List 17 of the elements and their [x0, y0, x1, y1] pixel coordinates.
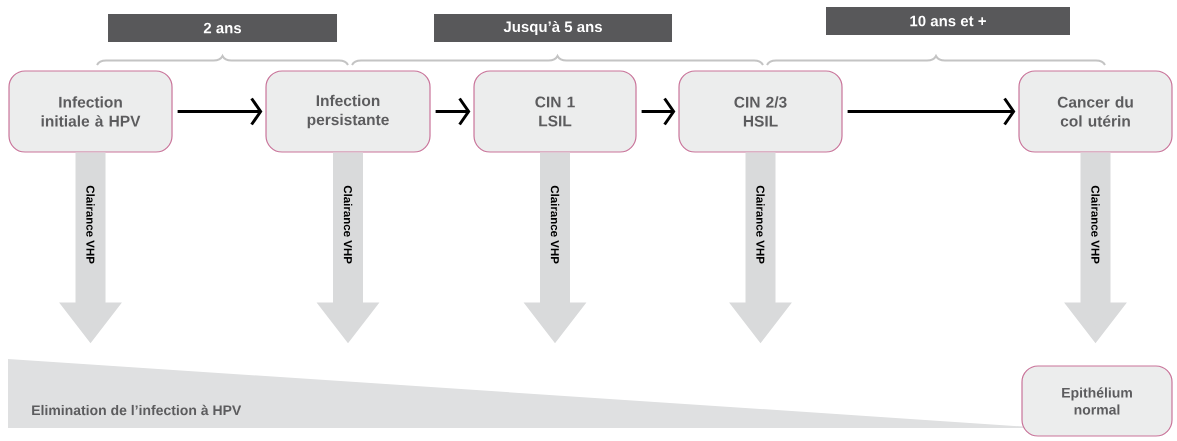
duration-label: Jusqu’à 5 ans: [434, 14, 672, 42]
stage-box: Infection persistante: [265, 70, 431, 153]
stage-box: Epithélium normal: [1021, 365, 1173, 437]
edge-label: Clairance VHP: [1091, 185, 1100, 264]
edge-label: Clairance VHP: [550, 185, 560, 264]
duration-label: 2 ans: [108, 14, 337, 42]
stage-box: CIN 2/3 HSIL: [678, 70, 843, 153]
stage-box: Cancer du col utérin: [1018, 70, 1173, 153]
edge-label: Clairance VHP: [756, 185, 765, 264]
stage-box: CIN 1 LSIL: [473, 70, 637, 153]
edge-label: Clairance VHP: [86, 185, 95, 264]
arrow: [177, 97, 263, 126]
edge-label: Clairance VHP: [343, 185, 353, 264]
stage-box: Infection initiale à HPV: [8, 70, 173, 153]
arrow: [847, 97, 1016, 126]
elimination-wedge: Elimination de l’infection à HPV: [8, 359, 1046, 428]
duration-label: 10 ans et +: [826, 7, 1070, 35]
